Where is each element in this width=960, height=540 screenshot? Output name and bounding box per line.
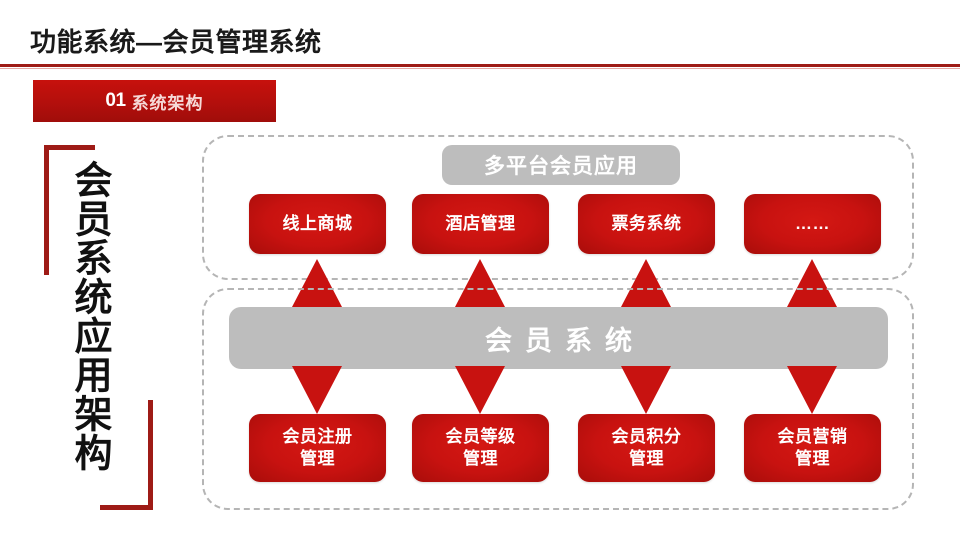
apps-group-label: 多平台会员应用 (442, 145, 680, 185)
function-node-member-marketing[interactable]: 会员营销 管理 (744, 414, 881, 482)
app-node-ticketing-system[interactable]: 票务系统 (578, 194, 715, 254)
function-node-label: 会员积分 管理 (611, 426, 682, 468)
arrow-up-icon (621, 259, 671, 307)
arrow-down-icon (455, 366, 505, 414)
section-badge-number: 01 (105, 90, 126, 111)
title-divider-light (0, 68, 960, 69)
vertical-headline: 会员系统应用架构 (68, 160, 110, 472)
app-node-online-mall[interactable]: 线上商城 (249, 194, 386, 254)
arrow-down-icon (621, 366, 671, 414)
arrow-up-icon (787, 259, 837, 307)
function-node-member-points[interactable]: 会员积分 管理 (578, 414, 715, 482)
function-node-label: 会员等级 管理 (445, 426, 516, 468)
function-node-member-level[interactable]: 会员等级 管理 (412, 414, 549, 482)
title-divider-dark (0, 64, 960, 67)
core-system-bar: 会员系统 (229, 307, 888, 369)
bracket-top-left (44, 145, 95, 275)
app-node-label: …… (795, 213, 830, 233)
app-node-label: 线上商城 (282, 213, 353, 233)
bracket-bottom-right (100, 400, 153, 510)
apps-group-container (202, 135, 914, 280)
function-node-label: 会员营销 管理 (777, 426, 848, 468)
arrow-up-icon (292, 259, 342, 307)
section-badge-label: 系统架构 (131, 93, 204, 113)
arrow-down-icon (292, 366, 342, 414)
section-badge: 01 系统架构 (33, 80, 276, 122)
app-node-more[interactable]: …… (744, 194, 881, 254)
app-node-label: 票务系统 (611, 213, 682, 233)
app-node-hotel-management[interactable]: 酒店管理 (412, 194, 549, 254)
function-node-label: 会员注册 管理 (282, 426, 353, 468)
core-group-container (202, 288, 914, 510)
page-title: 功能系统—会员管理系统 (30, 27, 322, 57)
function-node-member-registration[interactable]: 会员注册 管理 (249, 414, 386, 482)
app-node-label: 酒店管理 (445, 213, 516, 233)
arrow-down-icon (787, 366, 837, 414)
arrow-up-icon (455, 259, 505, 307)
